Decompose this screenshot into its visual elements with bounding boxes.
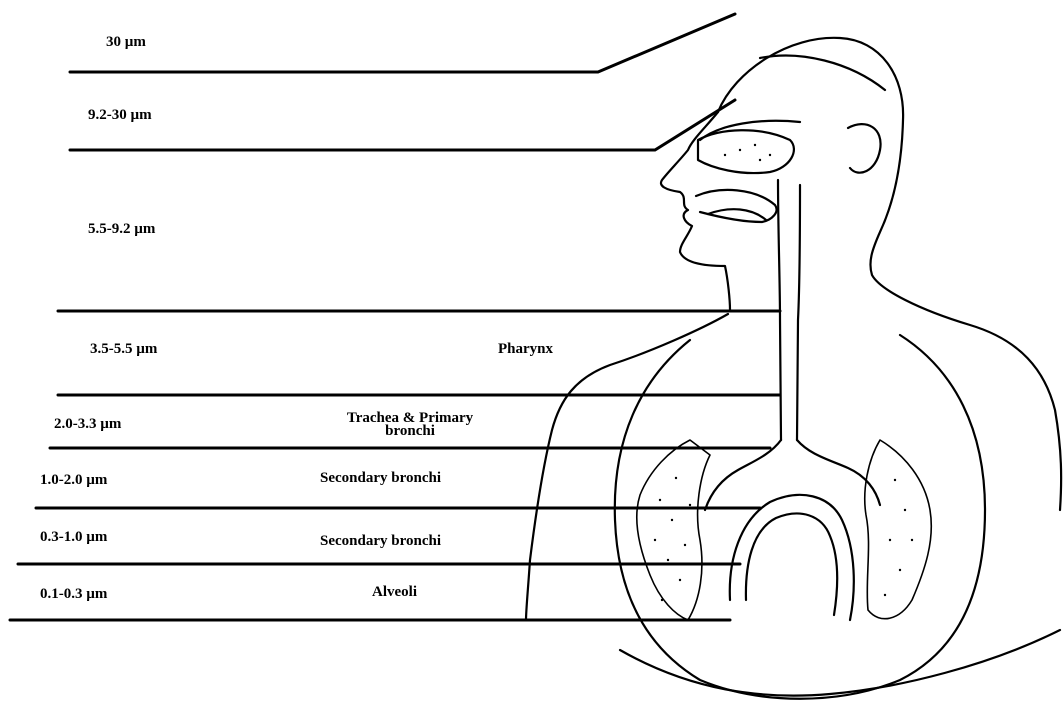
- left-lung-lobe: [637, 440, 710, 620]
- leader-line-30: [70, 14, 735, 72]
- oral-cavity: [696, 190, 777, 222]
- heart-arch-inner: [746, 514, 837, 615]
- leader-lines: [10, 14, 780, 620]
- body-outline: [718, 38, 1061, 510]
- lung-stippling: [654, 144, 913, 601]
- leader-line-9-2-30: [70, 100, 735, 150]
- size-label-0-1-0-3um: 0.1-0.3 µm: [40, 587, 107, 602]
- tongue: [708, 209, 766, 220]
- size-label-3-5-5-5um: 3.5-5.5 µm: [90, 342, 157, 357]
- region-label-trachea-primary-bronchi: Trachea & Primary bronchi: [320, 411, 500, 439]
- size-label-1-0-2-0um: 1.0-2.0 µm: [40, 473, 107, 488]
- torso-bottom: [620, 630, 1060, 696]
- region-label-secondary-bronchi-2: Secondary bronchi: [320, 534, 441, 549]
- left-shoulder: [526, 314, 728, 620]
- right-lung-lobe: [865, 440, 932, 619]
- region-label-alveoli: Alveoli: [372, 585, 417, 600]
- size-label-5-5-9-2um: 5.5-9.2 µm: [88, 222, 155, 237]
- left-bronchus: [705, 440, 781, 510]
- thoracic-cavity: [615, 335, 985, 699]
- region-label-trachea-line2: bronchi: [320, 424, 500, 439]
- nasal-cavity: [698, 130, 794, 173]
- region-label-pharynx: Pharynx: [498, 342, 553, 357]
- size-label-30um: 30 µm: [106, 35, 146, 50]
- size-label-2-0-3-3um: 2.0-3.3 µm: [54, 417, 121, 432]
- ear: [848, 124, 881, 173]
- pharynx-wall-right: [797, 185, 800, 440]
- size-label-9-2-30um: 9.2-30 µm: [88, 108, 152, 123]
- region-label-secondary-bronchi-1: Secondary bronchi: [320, 471, 441, 486]
- human-figure-illustration: [526, 38, 1061, 699]
- hair-line: [760, 56, 885, 90]
- size-label-0-3-1-0um: 0.3-1.0 µm: [40, 530, 107, 545]
